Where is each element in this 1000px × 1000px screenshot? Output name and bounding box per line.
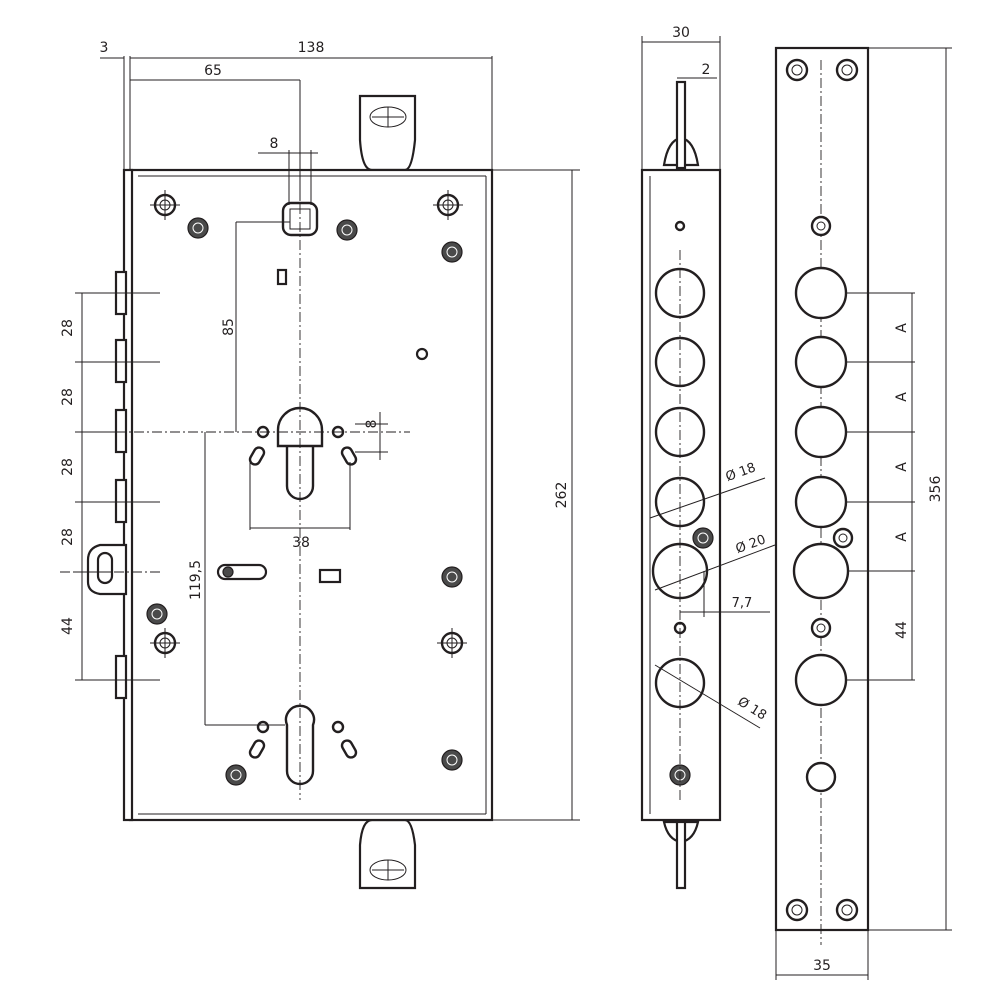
- dim-latch-offset: 44: [60, 617, 76, 635]
- dim-face-pitch-2: A: [894, 392, 910, 402]
- bottom-mounting-bracket: [358, 818, 417, 890]
- dim-bolt-diameter-small: Ø 18: [724, 460, 758, 485]
- faceplate-dimension-lines: [775, 47, 952, 980]
- dim-bolt-thickness: 2: [702, 62, 711, 78]
- dim-pitch-3: 28: [60, 458, 76, 476]
- lock-body-side-view: 30 2 Ø 18 Ø 20 7,7 Ø 18: [640, 25, 776, 890]
- dim-bolt-diameter-lower: Ø 18: [735, 694, 769, 723]
- case-fixing-screws: [150, 190, 467, 658]
- dim-face-pitch-3: A: [894, 462, 910, 472]
- faceplate-dimension-labels: A A A A 44 356 35: [813, 323, 944, 974]
- dim-cylinder-spacing: 119,5: [188, 560, 204, 600]
- dim-latch-offset-side: 7,7: [732, 596, 753, 611]
- dim-face-length: 356: [928, 476, 944, 503]
- dim-total-width: 138: [298, 40, 325, 56]
- dim-pitch-4: 28: [60, 528, 76, 546]
- faceplate-screws: [785, 58, 859, 922]
- front-dimension-lines: [75, 56, 580, 821]
- dim-fixing-offset: 8: [364, 420, 380, 429]
- dim-edge-offset: 3: [100, 40, 109, 56]
- dim-pitch-1: 28: [60, 319, 76, 337]
- dim-face-pitch-4: A: [894, 532, 910, 542]
- dim-bolt-diameter-large: Ø 20: [734, 532, 768, 557]
- dim-height: 262: [554, 482, 570, 509]
- dim-slot-width: 8: [270, 136, 279, 152]
- dark-screw-heads: [146, 217, 463, 786]
- dim-face-width: 35: [813, 958, 831, 974]
- dim-pitch-2: 28: [60, 388, 76, 406]
- dim-face-pitch-1: A: [894, 323, 910, 333]
- dim-upper-to-cylinder: 85: [221, 318, 237, 336]
- front-dimension-labels: 3 138 65 8 85 262 28 28 28 28 44 119,5 3…: [60, 40, 570, 635]
- dim-side-depth: 30: [672, 25, 690, 41]
- top-mounting-bracket: [358, 94, 417, 172]
- lock-body-front-view: 3 138 65 8 85 262 28 28 28 28 44 119,5 3…: [60, 40, 580, 890]
- side-dimension-lines: [641, 36, 776, 729]
- faceplate-view: A A A A 44 356 35: [774, 46, 952, 980]
- faceplate-bolt-holes: [792, 266, 850, 793]
- dim-to-center: 65: [204, 63, 222, 79]
- dim-face-latch-spacing: 44: [894, 621, 910, 639]
- dim-fixing-spacing: 38: [292, 535, 310, 551]
